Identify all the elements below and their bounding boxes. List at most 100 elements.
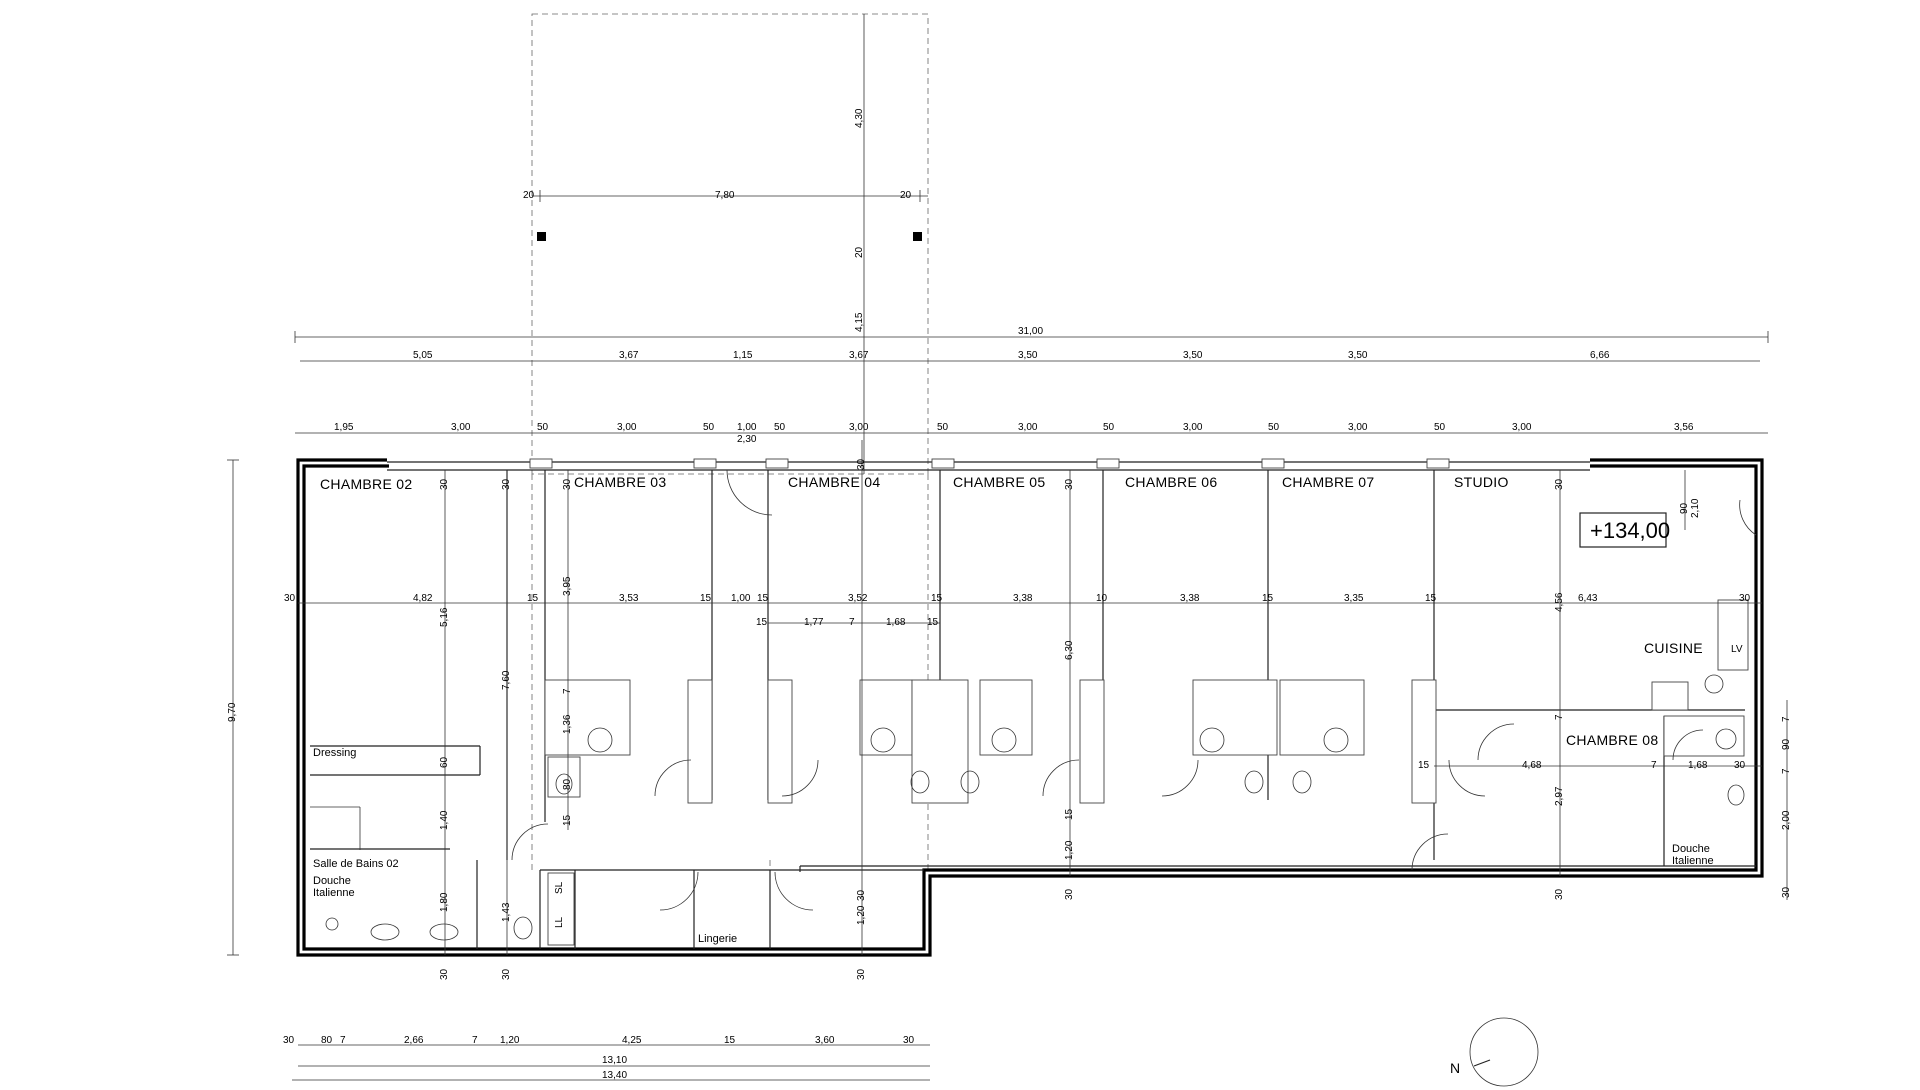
dim-label: 3,00 bbox=[451, 422, 471, 433]
dim-label: 5,16 bbox=[439, 607, 450, 627]
dim-label: 3,50 bbox=[1348, 350, 1368, 361]
dim-label: 7,60 bbox=[501, 670, 512, 690]
dim-label: 7 bbox=[562, 688, 573, 694]
dim-label: 6,30 bbox=[1064, 640, 1075, 660]
sink-icon bbox=[991, 727, 1017, 753]
dim-label: 50 bbox=[937, 422, 949, 433]
dim-label: 7 bbox=[340, 1035, 346, 1046]
dim-label: 3,53 bbox=[619, 593, 639, 604]
toilet-icon bbox=[1244, 770, 1264, 794]
ll-label: LL bbox=[554, 916, 565, 928]
dim-label: 30 bbox=[562, 478, 573, 490]
dim-label: 15 bbox=[700, 593, 712, 604]
dim-label: 15 bbox=[1418, 760, 1430, 771]
dim-label: 20 bbox=[854, 246, 865, 258]
dim-label: 15 bbox=[562, 814, 573, 826]
dim-label: 3,38 bbox=[1180, 593, 1200, 604]
dim-label: 30 bbox=[283, 1035, 295, 1046]
dim-label: 7 bbox=[849, 617, 855, 628]
dim-label: 90 bbox=[1781, 738, 1792, 750]
dim-label: 3,00 bbox=[1348, 422, 1368, 433]
dim-label: 50 bbox=[774, 422, 786, 433]
dim-label: 31,00 bbox=[1018, 326, 1043, 337]
dim-label: 1,15 bbox=[733, 350, 753, 361]
dim-label: 3,56 bbox=[1674, 422, 1694, 433]
room-labels: CHAMBRE 02 CHAMBRE 03 CHAMBRE 04 CHAMBRE… bbox=[313, 474, 1743, 945]
dim-label: 1,40 bbox=[439, 810, 450, 830]
dim-label: 3,52 bbox=[848, 593, 868, 604]
dim-label: 1,80 bbox=[439, 892, 450, 912]
basin-icon bbox=[370, 923, 400, 941]
dim-label: 50 bbox=[703, 422, 715, 433]
dim-label: 50 bbox=[537, 422, 549, 433]
dim-label: 50 bbox=[1103, 422, 1115, 433]
dim-label: 3,38 bbox=[1013, 593, 1033, 604]
dim-label: 15 bbox=[931, 593, 943, 604]
room-label-salle-de-bains: Salle de Bains 02 bbox=[313, 858, 399, 870]
north-arrow: N bbox=[1450, 1017, 1539, 1087]
room-label-chambre05: CHAMBRE 05 bbox=[953, 474, 1045, 490]
dim-label: 30 bbox=[856, 968, 867, 980]
dim-label: 15 bbox=[724, 1035, 736, 1046]
terrace-dimensions: 20 7,80 20 4,30 20 4,15 bbox=[523, 14, 928, 474]
toilet-icon bbox=[960, 770, 980, 794]
toilet-icon bbox=[513, 916, 533, 940]
dim-label: 90 bbox=[1679, 502, 1690, 514]
dim-label: 3,50 bbox=[1183, 350, 1203, 361]
sink-icon bbox=[1715, 728, 1737, 750]
north-label: N bbox=[1450, 1060, 1460, 1076]
bottom-dimension-rows: 30 80 7 2,66 7 1,20 4,25 15 3,60 30 13,1… bbox=[283, 1035, 930, 1081]
room-label-studio: STUDIO bbox=[1454, 474, 1509, 490]
dim-label: 3,00 bbox=[1183, 422, 1203, 433]
dim-label: 7 bbox=[1781, 768, 1792, 774]
dim-label: 30 bbox=[284, 593, 296, 604]
dim-label: 30 bbox=[439, 968, 450, 980]
dim-label: 30 bbox=[856, 889, 867, 901]
dim-label: 15 bbox=[1425, 593, 1437, 604]
level-marker: +134,00 bbox=[1579, 512, 1670, 548]
dim-label: 5,05 bbox=[413, 350, 433, 361]
dim-label: 4,15 bbox=[854, 312, 865, 332]
right-dimensions: 7 90 7 2,00 30 bbox=[1781, 700, 1792, 900]
room-label-italienne: Italienne bbox=[313, 887, 355, 899]
dim-label: 15 bbox=[757, 593, 769, 604]
sink-icon bbox=[587, 727, 613, 753]
dim-label: 6,43 bbox=[1578, 593, 1598, 604]
dim-label: 2,30 bbox=[737, 434, 757, 445]
sink-icon bbox=[1323, 727, 1349, 753]
dim-label: 1,20 bbox=[856, 905, 867, 925]
room-label-chambre06: CHAMBRE 06 bbox=[1125, 474, 1217, 490]
dim-label: 6,66 bbox=[1590, 350, 1610, 361]
chambre08-dimensions: 15 4,68 7 1,68 30 bbox=[1418, 760, 1762, 771]
room-label-lingerie: Lingerie bbox=[698, 933, 737, 945]
dim-label: 1,20 bbox=[500, 1035, 520, 1046]
basin-icon bbox=[429, 923, 459, 941]
dim-label: 2,66 bbox=[404, 1035, 424, 1046]
dim-label: 2,10 bbox=[1690, 498, 1701, 518]
building-walls bbox=[296, 458, 1764, 957]
dim-label: 50 bbox=[1434, 422, 1446, 433]
dim-label: 30 bbox=[1064, 478, 1075, 490]
room-label-chambre07: CHAMBRE 07 bbox=[1282, 474, 1374, 490]
dim-label: 15 bbox=[527, 593, 539, 604]
shower-icon bbox=[325, 917, 339, 931]
level-label: +134,00 bbox=[1590, 518, 1670, 543]
dim-label: 7 bbox=[1554, 714, 1565, 720]
dim-label: 3,60 bbox=[815, 1035, 835, 1046]
dim-label: 20 bbox=[900, 190, 912, 201]
dim-label: 60 bbox=[439, 756, 450, 768]
toilet-icon bbox=[1292, 770, 1312, 794]
dim-label: 2,97 bbox=[1554, 786, 1565, 806]
room-label-chambre04: CHAMBRE 04 bbox=[788, 474, 880, 490]
dim-label: 80 bbox=[562, 778, 573, 790]
sl-label: SL bbox=[554, 881, 565, 894]
dim-label: 50 bbox=[1268, 422, 1280, 433]
dim-label: 1,77 bbox=[804, 617, 824, 628]
dim-label: 7 bbox=[472, 1035, 478, 1046]
dim-label: 1,00 bbox=[737, 422, 757, 433]
room-label-dressing: Dressing bbox=[313, 747, 356, 759]
column-marker bbox=[913, 232, 922, 241]
dim-label: 4,82 bbox=[413, 593, 433, 604]
dim-label: 80 bbox=[321, 1035, 333, 1046]
